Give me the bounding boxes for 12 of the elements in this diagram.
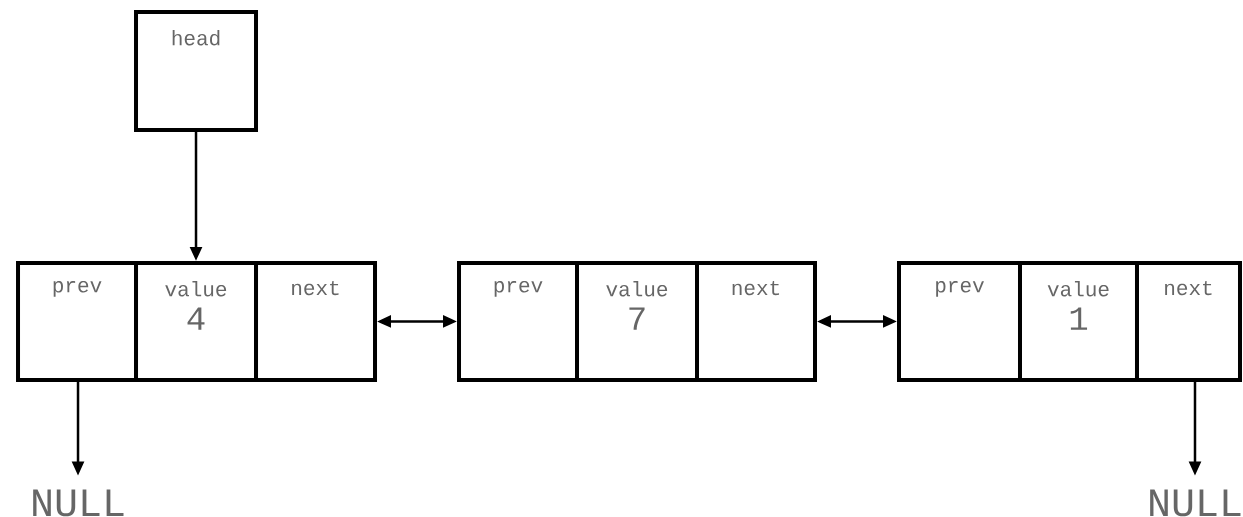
node-cell: value 1 [1018,261,1139,382]
null-label: NULL [33,489,124,517]
node-cell: next [1135,261,1242,382]
node-cell: value 7 [575,261,699,382]
null-label: NULL [1150,489,1241,517]
node-cell: prev [457,261,579,382]
node-cell: next [695,261,817,382]
node-cell: prev [16,261,138,382]
node-cell: prev [897,261,1022,382]
node-cell: next [254,261,377,382]
pointer-box: head [134,10,258,132]
node-cell: value 4 [134,261,258,382]
